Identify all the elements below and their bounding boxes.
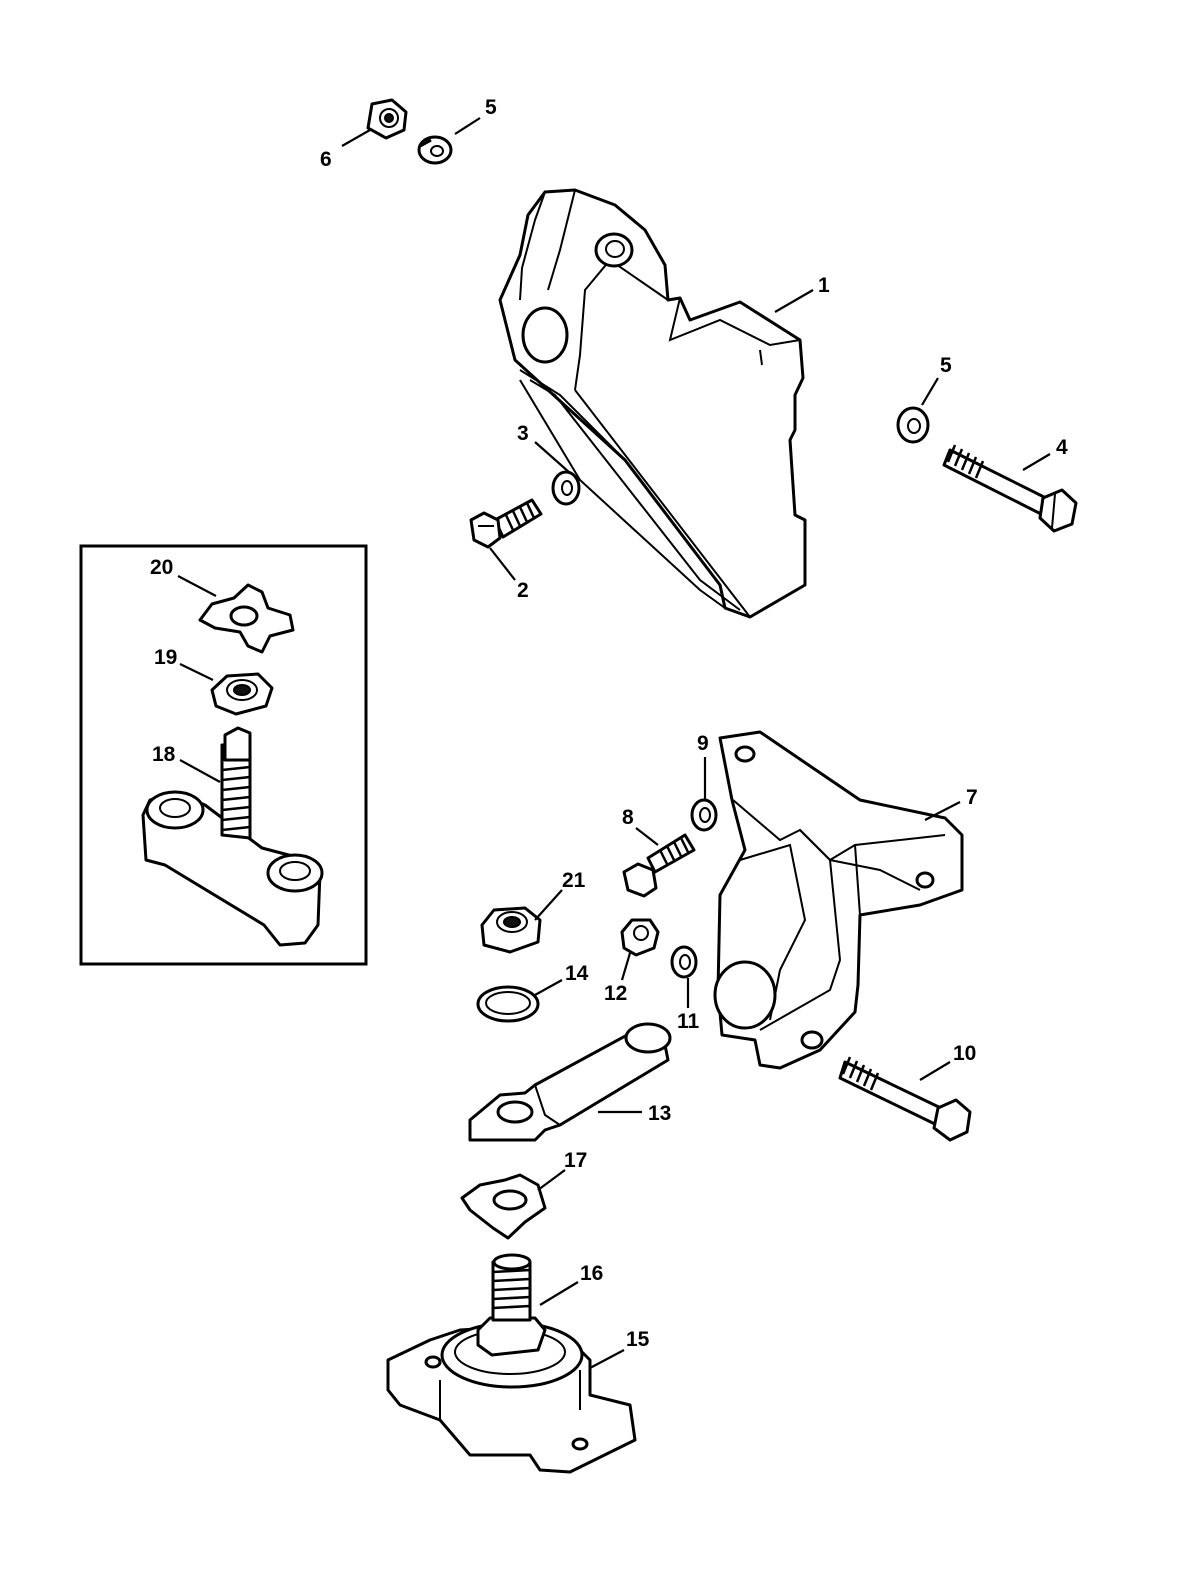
callout-1: 1: [818, 274, 830, 297]
callout-18: 18: [152, 743, 176, 766]
bracket-1: [498, 188, 807, 619]
callout-14: 14: [565, 962, 589, 985]
callout-5-top: 5: [485, 96, 497, 119]
bolt-8: [622, 833, 696, 898]
callout-21: 21: [562, 869, 586, 892]
leader-lines: [177, 117, 1051, 1369]
callout-10: 10: [953, 1042, 976, 1065]
mount-link-18: [141, 726, 324, 947]
inset-frame: [79, 544, 368, 966]
callout-8: 8: [622, 806, 634, 829]
tab-washer-17: [460, 1173, 547, 1240]
callout-7: 7: [966, 786, 978, 809]
callout-20: 20: [150, 556, 173, 579]
callout-6: 6: [320, 148, 332, 171]
callout-labels: 1 2 3 4 5 5 6 7 8 9 10 11 12 13 14 15 16…: [150, 96, 1068, 1351]
bracket-7: [713, 730, 964, 1070]
pin-13: [468, 1022, 672, 1142]
bolt-4: [942, 444, 1078, 533]
bolt-10: [838, 1056, 972, 1142]
lock-washer-3: [551, 470, 581, 506]
tab-washer-20: [198, 583, 295, 654]
hex-nut-12: [620, 918, 660, 957]
callout-3: 3: [517, 422, 529, 445]
lock-washer-11: [670, 945, 698, 979]
callout-9: 9: [697, 732, 709, 755]
callout-17: 17: [564, 1149, 587, 1172]
stud-16: [476, 1253, 547, 1357]
callout-12: 12: [604, 982, 627, 1005]
snap-ring-14: [476, 985, 540, 1023]
callout-13: 13: [648, 1102, 671, 1125]
lock-washer-9: [690, 798, 718, 832]
callout-4: 4: [1056, 436, 1068, 459]
hex-nut-6: [366, 98, 408, 140]
callout-16: 16: [580, 1262, 603, 1285]
lock-washer-5-top: [417, 135, 453, 165]
callout-5-right: 5: [940, 354, 952, 377]
callout-11: 11: [677, 1010, 700, 1033]
callout-2: 2: [517, 579, 529, 602]
callout-19: 19: [154, 646, 177, 669]
hex-nut-19: [210, 672, 274, 716]
callout-15: 15: [626, 1328, 650, 1351]
lock-washer-5-right: [896, 406, 930, 444]
hex-nut-21: [480, 906, 542, 954]
bolt-2: [469, 498, 543, 549]
